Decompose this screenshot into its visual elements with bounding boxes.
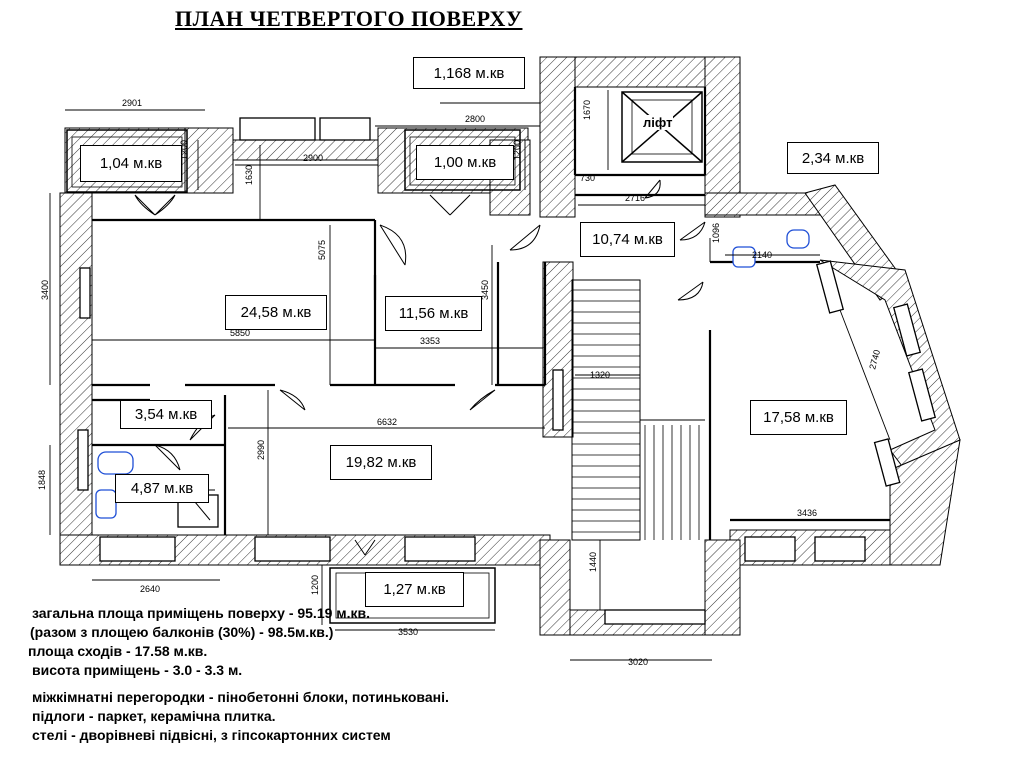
dimension-label: 3450	[480, 280, 490, 300]
dimension-label: 3353	[420, 336, 440, 346]
plan-title: ПЛАН ЧЕТВЕРТОГО ПОВЕРХУ	[175, 6, 523, 31]
dimension-label: 1848	[37, 470, 47, 490]
dimension-label: 3020	[628, 657, 648, 667]
note-ceilings: стелі - дворівневі підвісні, з гіпсокарт…	[32, 727, 391, 743]
room-area-label: 1,27 м.кв	[365, 572, 464, 607]
dimension-label: 1630	[244, 165, 254, 185]
dimension-label: 730	[580, 173, 595, 183]
dimension-label: 1670	[582, 100, 592, 120]
dimension-label: 5075	[317, 240, 327, 260]
room-area-label: 4,87 м.кв	[115, 474, 209, 503]
dimension-label: 2740	[867, 349, 882, 371]
note-floors: підлоги - паркет, керамічна плитка.	[32, 708, 276, 724]
dimension-label: 1440	[588, 552, 598, 572]
dimension-label: 1096	[711, 223, 721, 243]
sanitary-fixtures	[95, 229, 810, 528]
room-area-label: 24,58 м.кв	[225, 295, 327, 330]
dimension-label: 5850	[230, 328, 250, 338]
dimension-label: 3436	[797, 508, 817, 518]
room-area-label: 1,00 м.кв	[416, 145, 514, 180]
note-total-area: загальна площа приміщень поверху - 95.19…	[32, 605, 371, 621]
lift-label: ліфт	[642, 115, 674, 130]
staircase	[571, 279, 705, 541]
dimension-label: 2640	[140, 584, 160, 594]
note-with-balconies: (разом з площею балконів (30%) - 98.5м.к…	[30, 624, 334, 640]
dimension-label: 2990	[256, 440, 266, 460]
room-area-label: 2,34 м.кв	[787, 142, 879, 174]
room-area-label: 1,04 м.кв	[80, 145, 182, 182]
dimension-label: 6632	[377, 417, 397, 427]
dimension-label: 1320	[590, 370, 610, 380]
dimension-lines	[49, 90, 891, 661]
dimension-label: 2901	[122, 98, 142, 108]
notes-block: загальна площа приміщень поверху - 95.19…	[28, 604, 449, 745]
room-area-label: 10,74 м.кв	[580, 222, 675, 257]
note-stair-area: площа сходів - 17.58 м.кв.	[28, 643, 208, 659]
dimension-label: 1200	[179, 140, 189, 160]
dimension-label: 2900	[303, 153, 323, 163]
windows	[77, 117, 937, 625]
stair-steps	[572, 289, 700, 540]
dimension-label: 2800	[465, 114, 485, 124]
room-area-label: 1,168 м.кв	[413, 57, 525, 89]
note-partitions: міжкімнатні перегородки - пінобетонні бл…	[32, 689, 449, 705]
dimension-label: 2716	[625, 193, 645, 203]
dimension-label: 1200	[310, 575, 320, 595]
balconies	[66, 129, 521, 624]
room-area-label: 19,82 м.кв	[330, 445, 432, 480]
room-area-label: 11,56 м.кв	[385, 296, 482, 331]
room-area-label: 3,54 м.кв	[120, 400, 212, 429]
dimension-label: 2140	[752, 250, 772, 260]
dimension-label: 1200	[512, 140, 522, 160]
room-area-label: 17,58 м.кв	[750, 400, 847, 435]
dimension-label: 3400	[40, 280, 50, 300]
note-ceiling-height: висота приміщень - 3.0 - 3.3 м.	[32, 662, 243, 678]
dimension-label: 3530	[398, 627, 418, 637]
